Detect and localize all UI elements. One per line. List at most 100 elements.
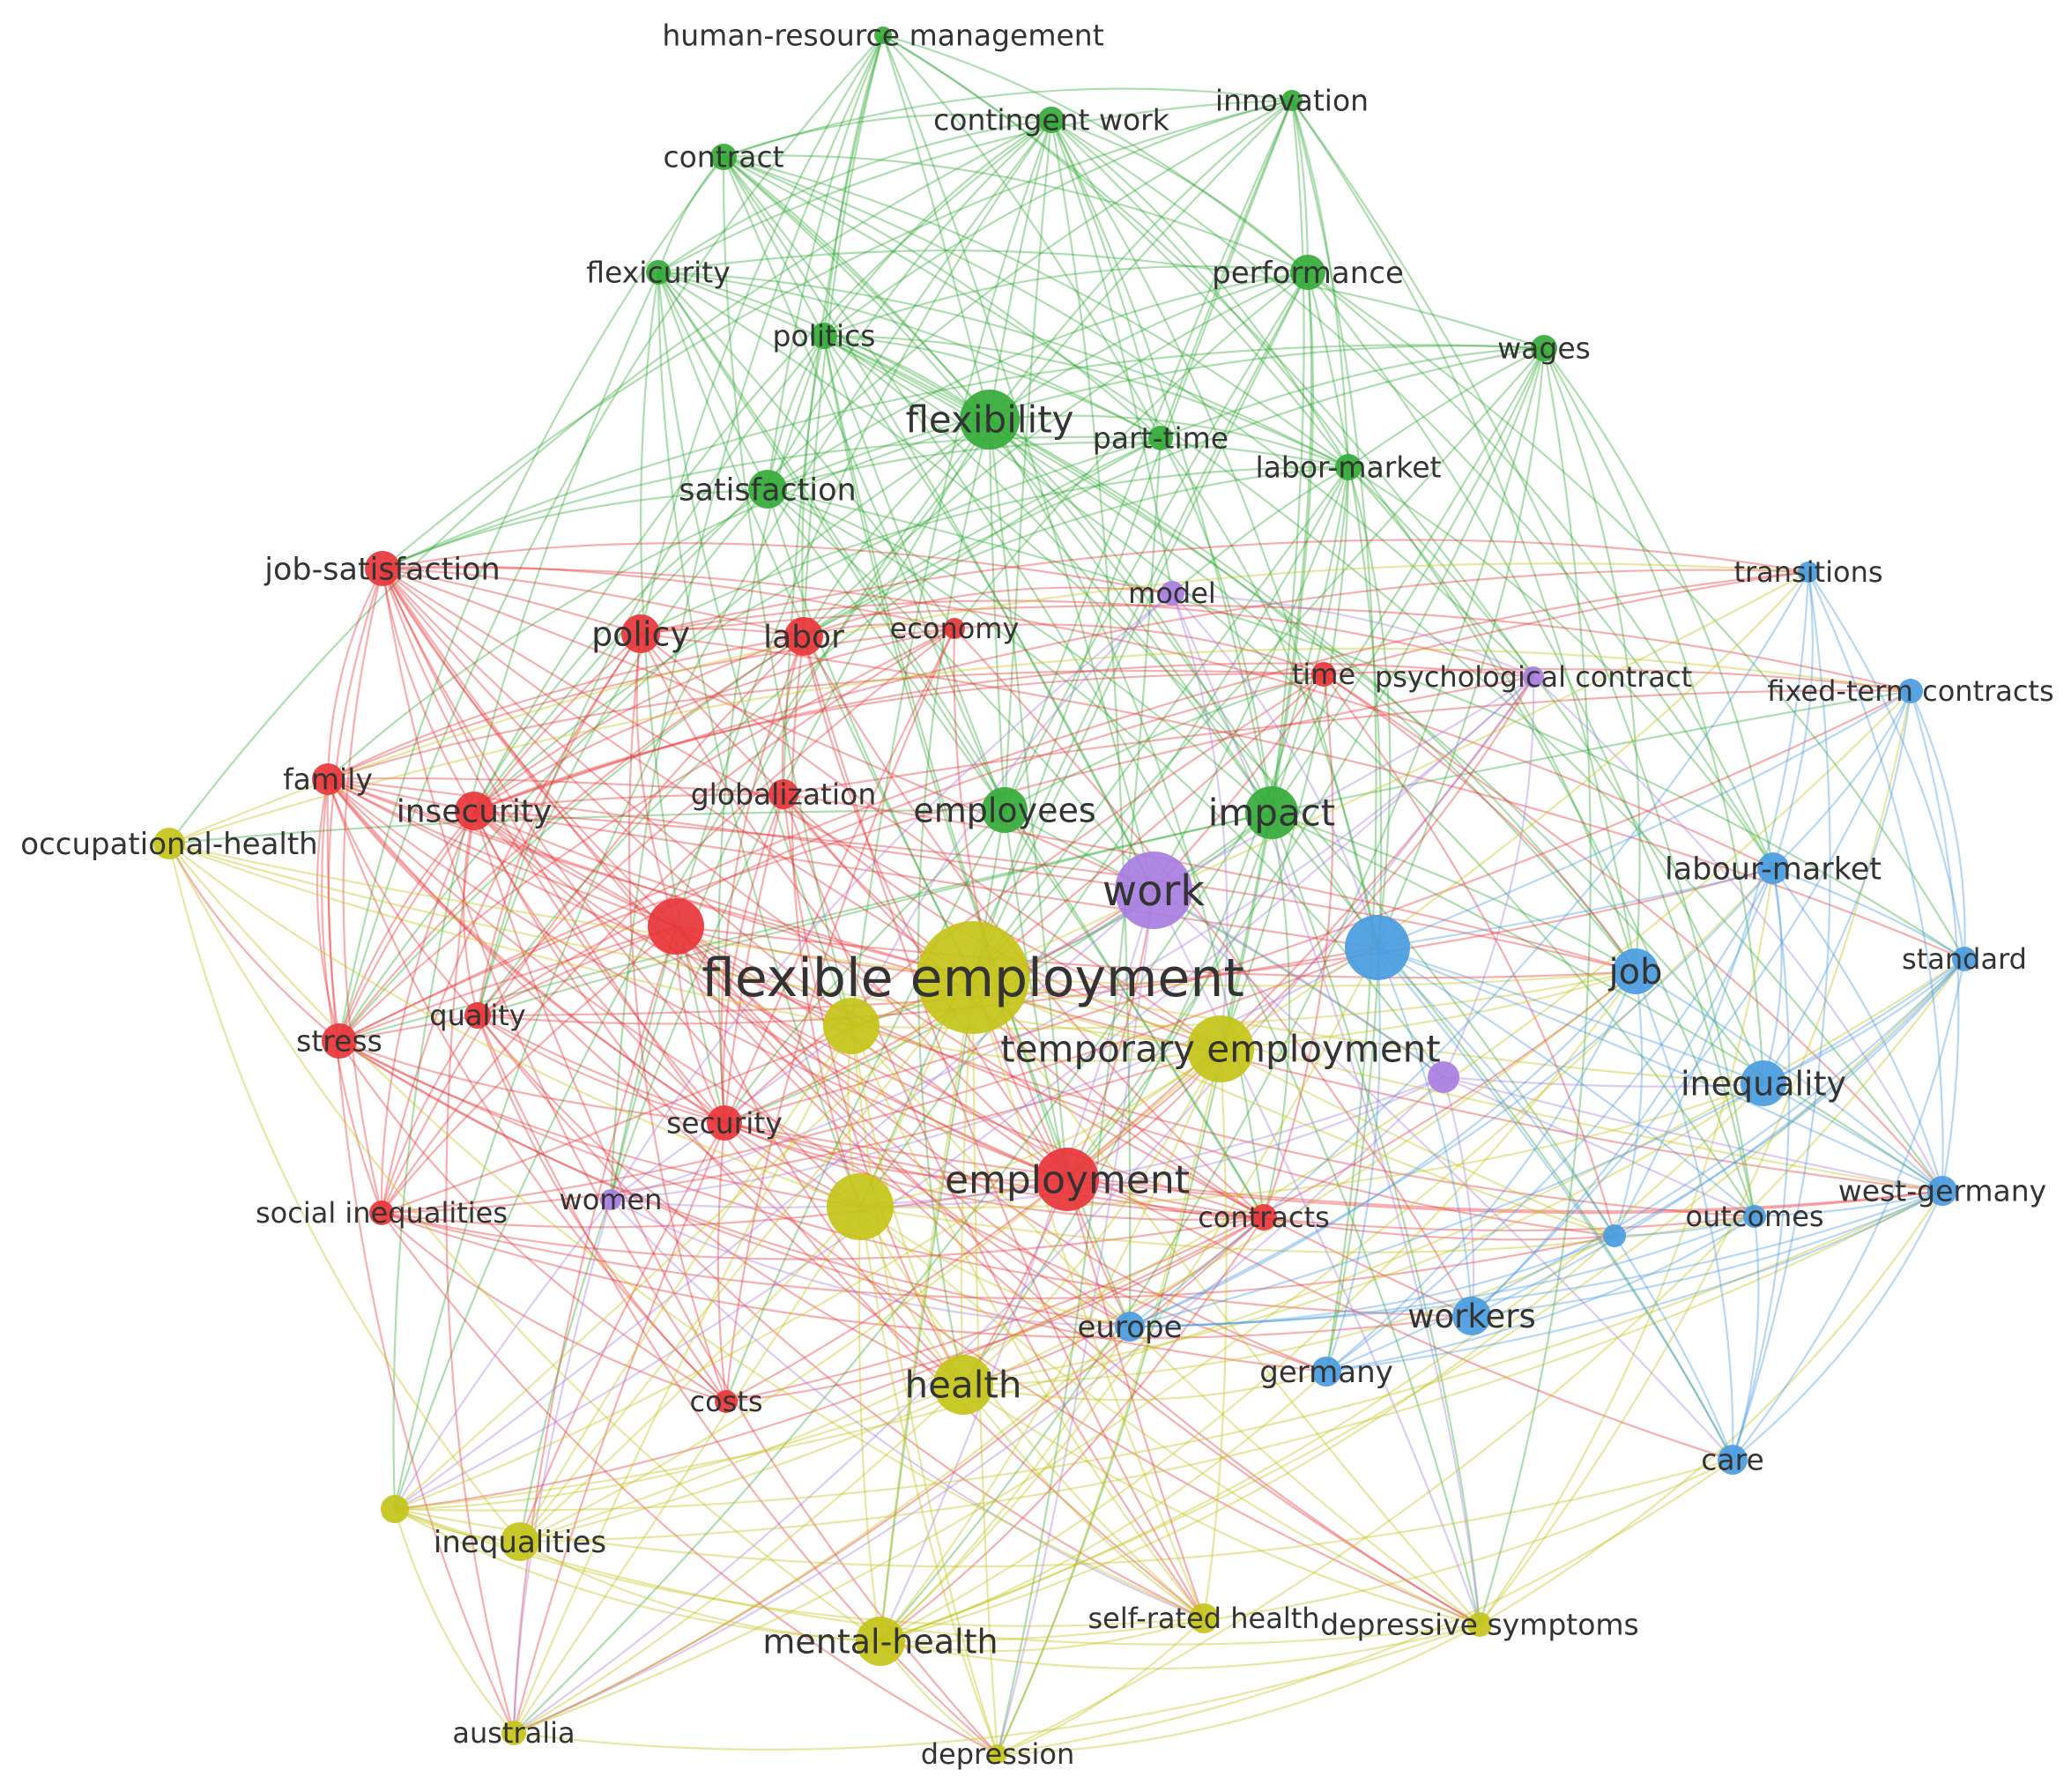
node-standard[interactable] (1952, 947, 1977, 971)
edge-blue-hub-germany (1325, 947, 1381, 1372)
node-innovation[interactable] (1281, 90, 1303, 111)
node-temporary-employment[interactable] (1187, 1015, 1254, 1082)
edge-economy-employment (953, 628, 1068, 1180)
node-contracts[interactable] (1251, 1204, 1277, 1231)
node-globalization[interactable] (768, 779, 798, 809)
edge-innovation-performance (1290, 100, 1310, 273)
edge-yellow-hub-b-inequality (859, 1082, 1764, 1209)
node-yellow-hub-b[interactable] (827, 1173, 894, 1240)
node-labour-market[interactable] (1757, 852, 1789, 884)
edge-labour-market-workers (1471, 867, 1775, 1317)
label-globalization: globalization (691, 777, 877, 812)
node-health[interactable] (933, 1355, 993, 1415)
node-security[interactable] (707, 1105, 742, 1141)
edge-security-fixed-term-contracts (724, 690, 1911, 1125)
label-west-germany: west-germany (1838, 1174, 2046, 1208)
edge-contingent-work-employees (1003, 119, 1053, 811)
label-contingent-work: contingent work (933, 103, 1170, 138)
node-model[interactable] (1160, 581, 1184, 606)
label-inequality: inequality (1681, 1064, 1846, 1103)
label-quality: quality (429, 999, 525, 1032)
node-labor[interactable] (784, 617, 823, 656)
node-depressive-symptoms[interactable] (1467, 1612, 1492, 1637)
edge-innovation-impact (1270, 100, 1305, 814)
edge-economy-social-inequalities (381, 628, 955, 1214)
node-satisfaction[interactable] (748, 470, 787, 509)
node-quality[interactable] (464, 1002, 491, 1029)
node-job-satisfaction[interactable] (365, 551, 400, 586)
node-work[interactable] (1115, 851, 1192, 929)
node-blue-small[interactable] (1603, 1224, 1626, 1247)
edge-transitions-standard (1807, 571, 1966, 960)
edge-red-hub-job (675, 925, 1637, 979)
node-contract[interactable] (710, 144, 737, 170)
node-mental-health[interactable] (856, 1617, 905, 1666)
node-stress[interactable] (322, 1023, 357, 1059)
edge-job-satisfaction-self-rated-health (382, 568, 1205, 1619)
node-costs[interactable] (715, 1390, 738, 1413)
node-purple-hub[interactable] (1428, 1061, 1459, 1093)
node-women[interactable] (600, 1189, 621, 1210)
node-flexibility[interactable] (960, 390, 1020, 450)
node-insecurity[interactable] (455, 792, 494, 830)
node-time[interactable] (1311, 662, 1336, 687)
node-job[interactable] (1613, 948, 1659, 994)
node-yellow-hub-a[interactable] (823, 998, 880, 1054)
edge-occupational-health-self-rated-health (168, 843, 1205, 1620)
node-care[interactable] (1718, 1445, 1748, 1475)
edge-insecurity-social-inequalities (380, 810, 476, 1214)
node-red-hub[interactable] (648, 898, 704, 955)
node-west-germany[interactable] (1927, 1176, 1957, 1206)
node-performance[interactable] (1290, 255, 1325, 290)
label-standard: standard (1902, 942, 2027, 976)
edge-flexible-employment-self-rated-health (971, 977, 1206, 1619)
node-blue-hub[interactable] (1345, 915, 1410, 980)
edge-time-quality (477, 673, 1325, 1016)
node-inequality[interactable] (1741, 1060, 1786, 1106)
node-contingent-work[interactable] (1038, 107, 1065, 133)
node-depression[interactable] (988, 1744, 1007, 1764)
node-germany[interactable] (1311, 1357, 1341, 1387)
node-fixed-term-contracts[interactable] (1898, 679, 1923, 703)
label-work: work (1102, 866, 1205, 916)
node-flexible-employment[interactable] (917, 921, 1029, 1034)
node-outcomes[interactable] (1743, 1205, 1766, 1228)
node-social-inequalities[interactable] (369, 1201, 394, 1225)
edge-contingent-work-model (1050, 119, 1174, 594)
node-yellow-small[interactable] (381, 1495, 409, 1523)
node-politics[interactable] (811, 323, 837, 349)
edge-employment-west-germany (1066, 1178, 1943, 1215)
node-employees[interactable] (982, 787, 1028, 833)
edge-contingent-work-contract (723, 113, 1052, 159)
node-human-resource-management[interactable] (874, 26, 892, 44)
node-flexicurity[interactable] (646, 260, 671, 285)
label-psychological-contract: psychological contract (1375, 660, 1692, 694)
node-inequalities[interactable] (501, 1522, 539, 1561)
node-transitions[interactable] (1798, 561, 1819, 583)
node-economy[interactable] (944, 618, 965, 639)
node-employment[interactable] (1036, 1148, 1099, 1211)
edge-policy-transitions (640, 539, 1809, 636)
node-family[interactable] (312, 763, 344, 795)
edge-psychological-contract-women (610, 676, 1534, 1201)
node-europe[interactable] (1115, 1312, 1145, 1342)
edge-purple-hub-west-germany (1443, 1075, 1943, 1193)
node-self-rated-health[interactable] (1189, 1603, 1219, 1633)
node-psychological-contract[interactable] (1523, 666, 1544, 688)
node-australia[interactable] (501, 1721, 526, 1745)
node-labor-market[interactable] (1335, 454, 1362, 480)
edge-job-satisfaction-temporary-employment (382, 568, 1221, 1050)
node-wages[interactable] (1531, 335, 1557, 361)
edge-model-women (610, 592, 1173, 1201)
edge-standard-care (1732, 958, 1966, 1461)
network-edges (167, 33, 1966, 1756)
edge-contingent-work-yellow-small (393, 119, 1052, 1510)
node-impact[interactable] (1245, 786, 1298, 839)
node-part-time[interactable] (1148, 426, 1173, 450)
node-workers[interactable] (1452, 1297, 1491, 1335)
node-occupational-health[interactable] (153, 828, 185, 859)
edge-family-quality (326, 778, 479, 1016)
node-policy[interactable] (621, 614, 660, 653)
edge-yellow-hub-a-self-rated-health (850, 1025, 1205, 1619)
edge-social-inequalities-costs (381, 1212, 727, 1403)
